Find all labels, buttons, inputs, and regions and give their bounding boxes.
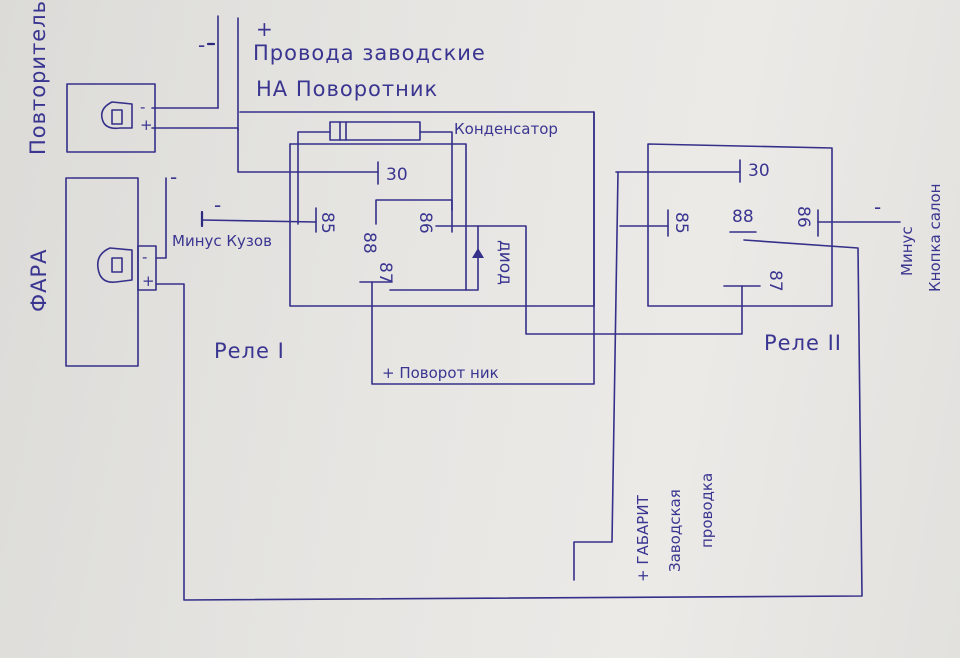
ground-wire <box>201 219 317 223</box>
capacitor-wire-right <box>419 131 453 211</box>
headlight-connector <box>137 245 157 291</box>
relay-2-pin87-wire <box>477 225 743 335</box>
repeater-plus: + <box>140 116 153 134</box>
capacitor-label: Конденсатор <box>454 120 558 138</box>
relay-1-outline <box>289 111 595 307</box>
headlight-label: ФАРА <box>27 249 51 312</box>
relay-2-outline <box>647 143 833 307</box>
headlight <box>65 177 157 367</box>
relay-1-label-30: 30 <box>386 165 408 185</box>
headlight-minus-top: - <box>170 165 177 189</box>
plus-label: + <box>256 17 273 41</box>
capacitor-body <box>329 121 421 141</box>
minus-label: - <box>198 33 205 57</box>
headlight-minus: - <box>142 248 147 266</box>
relay-1-label-85: 85 <box>317 212 337 234</box>
relay-2-label-88: 88 <box>732 207 754 227</box>
relay-1-pin88-86 <box>375 199 453 233</box>
headlight-housing <box>65 177 139 367</box>
relay-2-label-85: 85 <box>671 212 691 234</box>
minus-body-sign: - <box>214 193 221 217</box>
repeater-plus-wire <box>151 127 379 173</box>
relay-1-diode-wire <box>389 225 479 291</box>
headlight-bulb-icon <box>96 247 133 284</box>
turn-plus-label: + Поворот ник <box>382 364 499 382</box>
relay-1-inner <box>289 143 467 291</box>
headlight-filament <box>111 257 123 273</box>
relay-1-label-87: 87 <box>375 262 395 284</box>
relay-2-label-86: 86 <box>793 206 813 228</box>
minus-right-sign: - <box>874 195 881 219</box>
repeater-filament <box>111 109 123 125</box>
minus-button-label-1: Минус <box>898 226 916 276</box>
repeater-bulb-icon <box>100 101 133 130</box>
relay-2-title: Реле II <box>764 331 842 355</box>
capacitor <box>297 121 453 225</box>
headlight-plus-loop <box>155 239 863 601</box>
parking-label: + ГАБАРИТ <box>634 494 652 582</box>
factory-wires-title: Провода заводские <box>253 41 486 65</box>
parking-label-3: проводка <box>698 473 716 548</box>
factory-wires-subtitle: НА Поворотник <box>256 77 438 101</box>
parking-label-2: Заводская <box>666 489 684 572</box>
repeater-housing <box>66 83 156 153</box>
repeater-minus: - <box>140 98 145 116</box>
repeater-lamp <box>66 83 156 153</box>
relay-2-label-30: 30 <box>748 161 770 181</box>
diode-icon <box>472 248 484 258</box>
headlight-plus: + <box>142 272 155 290</box>
factory-wires <box>206 15 239 131</box>
relay-1-label-86: 86 <box>415 212 435 234</box>
relay-2-label-87: 87 <box>765 270 785 292</box>
repeater-label: Повторитель <box>26 0 50 155</box>
relay-1 <box>289 111 595 307</box>
relay-1-label-88: 88 <box>359 232 379 254</box>
minus-button-label-2: Кнопка салон <box>926 184 944 292</box>
relay-1-title: Реле I <box>214 339 285 363</box>
minus-body-label: Минус Кузов <box>172 232 272 250</box>
turn-plus-wire <box>239 111 595 385</box>
diode-label: диод <box>495 240 515 285</box>
capacitor-wire-left <box>297 131 331 225</box>
headlight-minus-wire <box>155 177 167 259</box>
parking-wire <box>573 171 619 581</box>
